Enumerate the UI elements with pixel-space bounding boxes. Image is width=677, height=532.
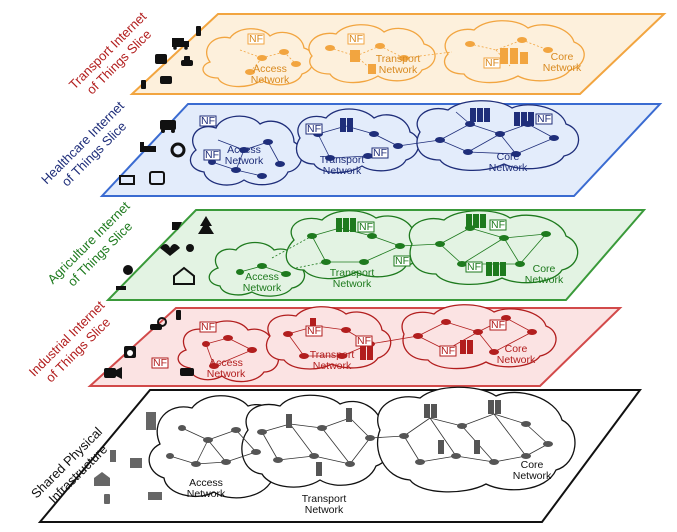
access-network-label2-agriculture: Network (243, 282, 282, 294)
transport-network-label2-physical: Network (305, 504, 344, 516)
cloud-access-agriculture (208, 241, 306, 297)
nf-label-industrial-6: NF (491, 319, 505, 331)
transport-network-label2-healthcare: Network (323, 165, 362, 177)
access-network-label-physical: Access (189, 477, 223, 489)
transport-network-label-healthcare: Transport (320, 154, 365, 166)
access-network-label-transport: Access (253, 63, 287, 75)
access-network-label2-industrial: Network (207, 368, 246, 380)
flower-icon (123, 265, 133, 275)
nf-label-industrial-2: NF (153, 357, 167, 369)
nf-label-agriculture-4: NF (467, 261, 481, 273)
tractor-icon (172, 222, 182, 230)
access-network-label2-physical: Network (187, 488, 226, 500)
access-network-label-healthcare: Access (227, 144, 261, 156)
taxi-icon (141, 80, 146, 89)
core-network-label2-physical: Network (513, 470, 552, 482)
car-icon-2 (160, 76, 172, 84)
transport-network-label2-agriculture: Network (333, 278, 372, 290)
slice-transport: NF NF NF Access Network Transport Networ… (66, 9, 667, 97)
nf-label-healthcare-5: NF (537, 113, 551, 125)
transport-network-label-industrial: Transport (310, 349, 355, 361)
sensor-icon (176, 310, 181, 320)
core-network-label-healthcare: Core (497, 151, 520, 163)
antenna-icon (110, 450, 116, 462)
slice-agriculture: NF NF NF NF Access Network Transport Net… (44, 198, 647, 301)
nf-label-industrial-5: NF (441, 345, 455, 357)
nf-label-industrial-4: NF (357, 335, 371, 347)
core-network-label2-healthcare: Network (489, 162, 528, 174)
slice-industrial: NF NF NF NF NF NF Access Network Transpo… (26, 297, 623, 387)
transport-network-label2-transport: Network (379, 64, 418, 76)
house-icon (94, 472, 110, 486)
hospital-bed-icon (140, 142, 156, 152)
access-network-label-industrial: Access (209, 357, 243, 369)
car-icon (181, 56, 193, 66)
video-camera-icon (104, 367, 122, 379)
truck-icon (172, 38, 189, 50)
washing-machine-icon (124, 346, 136, 358)
nf-label-transport-1: NF (249, 33, 263, 45)
transport-network-label-physical: Transport (302, 493, 347, 505)
core-network-label-industrial: Core (505, 343, 528, 355)
cloud-core-agriculture (408, 210, 579, 286)
core-network-label-physical: Core (521, 459, 544, 471)
access-network-label2-transport: Network (251, 74, 290, 86)
medical-device-icon (149, 171, 165, 185)
nf-label-healthcare-2: NF (205, 149, 219, 161)
machine-icon (180, 368, 194, 376)
transport-network-label2-industrial: Network (313, 360, 352, 372)
transport-network-label-agriculture: Transport (330, 267, 375, 279)
core-network-label-agriculture: Core (533, 263, 556, 275)
phone-icon (104, 494, 110, 504)
cloud-transport-transport (308, 24, 436, 84)
nf-label-healthcare-1: NF (201, 115, 215, 127)
core-network-label2-industrial: Network (497, 354, 536, 366)
core-network-label2-agriculture: Network (525, 274, 564, 286)
slice-physical: Access Network Transport Network Core Ne… (28, 386, 642, 523)
nf-label-industrial-1: NF (201, 321, 215, 333)
traffic-light-icon (196, 26, 201, 36)
irrigation-icon (116, 286, 126, 290)
nf-label-agriculture-3: NF (491, 219, 505, 231)
laptop-icon (148, 492, 162, 500)
transport-network-label-transport: Transport (376, 53, 421, 65)
building-icon (146, 412, 156, 430)
sprout-icon (160, 244, 180, 256)
core-network-label-transport: Core (551, 51, 574, 63)
nf-label-agriculture-1: NF (359, 221, 373, 233)
slice-healthcare: NF NF NF NF NF Access Network Transport … (38, 98, 663, 197)
nf-label-healthcare-4: NF (373, 147, 387, 159)
nf-label-agriculture-2: NF (395, 255, 409, 267)
barn-animal-icon (173, 266, 195, 285)
patient-bed-icon (119, 175, 135, 185)
cloud-transport-industrial (265, 306, 392, 370)
nf-label-transport-2: NF (349, 33, 363, 45)
shop-icon (130, 458, 142, 468)
access-network-label-agriculture: Access (245, 271, 279, 283)
medical-scanner-icon (170, 142, 186, 158)
nf-label-industrial-3: NF (307, 325, 321, 337)
factory-robot-icon (157, 317, 167, 327)
nf-label-healthcare-3: NF (307, 123, 321, 135)
core-network-label2-transport: Network (543, 62, 582, 74)
access-network-label2-healthcare: Network (225, 155, 264, 167)
bus-icon (155, 54, 167, 64)
leaf-icon (186, 244, 194, 252)
tree-icon (198, 216, 214, 234)
nf-label-transport-3: NF (485, 57, 499, 69)
ambulance-icon (160, 120, 176, 133)
